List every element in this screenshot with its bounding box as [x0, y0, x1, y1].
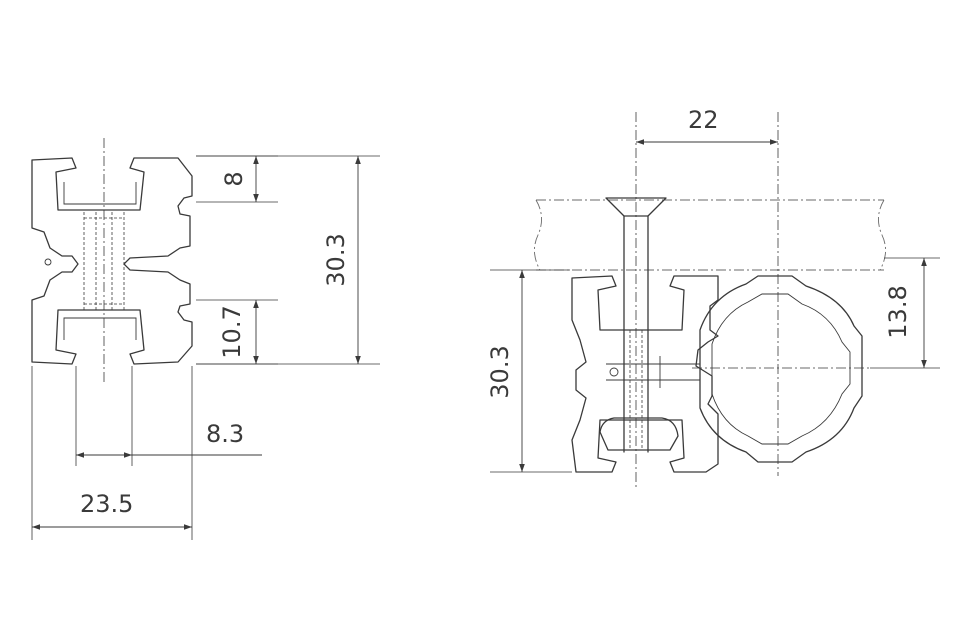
- profile-outline-left: [31, 157, 193, 365]
- tube-inner: [711, 293, 851, 445]
- bottom-slot-inner: [63, 317, 137, 340]
- top-slot-inner: [63, 182, 137, 205]
- waist-hole-right: [609, 367, 619, 377]
- label-23-5: 23.5: [80, 490, 133, 518]
- tube-outer: [699, 275, 863, 463]
- label-22: 22: [688, 106, 719, 134]
- label-10-7: 10.7: [218, 305, 246, 358]
- label-30-3-right: 30.3: [486, 345, 514, 398]
- label-13-8: 13.8: [884, 285, 912, 338]
- t-nut: [599, 417, 679, 451]
- waist-hole-left: [44, 258, 52, 266]
- clamp-connector: [606, 356, 700, 388]
- profile-outline-right: [571, 275, 719, 473]
- label-8-3: 8.3: [206, 420, 244, 448]
- right-assembly-view: 22 30.3 13.8: [486, 106, 940, 490]
- label-8: 8: [220, 171, 248, 186]
- phantom-plate: [534, 199, 886, 271]
- left-profile-view: 8.3 23.5 8 10.7 30.3: [31, 138, 380, 540]
- label-30-3-left: 30.3: [322, 233, 350, 286]
